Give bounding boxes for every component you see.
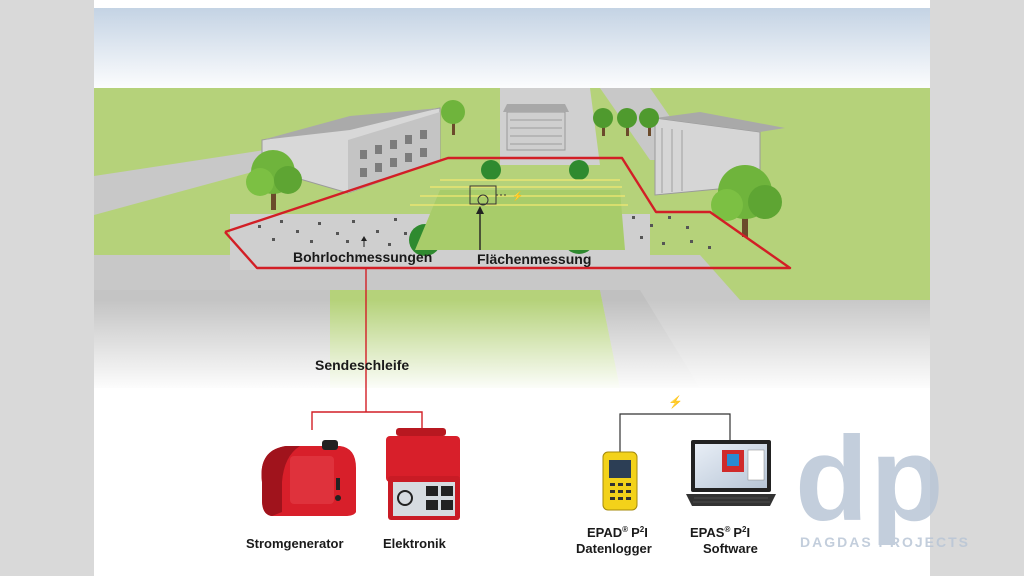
label-epas: EPAS®P2I [690,525,750,540]
label-epad: EPAD®P2I [587,525,648,540]
garage-building [503,104,569,151]
foreground-fade [94,300,930,392]
label-bohrlochmessungen: Bohrlochmessungen [293,249,432,265]
epad-datalogger-device [602,451,638,511]
building-left [261,107,441,194]
data-link-line [619,413,731,452]
label-datenlogger: Datenlogger [576,541,652,556]
watermark-text: DAGDAS PROJECTS [800,534,970,550]
label-software: Software [703,541,758,556]
wireless-icon-field: ⚡ [512,190,523,202]
watermark-dp: dp [795,412,946,546]
generator-device [261,440,356,516]
label-stromgenerator: Stromgenerator [246,536,344,551]
label-flaechenmessung: Flächenmessung [477,251,591,267]
laptop-software [686,440,776,506]
electronics-case [386,428,460,520]
measurement-cart [469,185,506,206]
device-connection-line [311,411,423,430]
sky [94,8,930,93]
arrow-bohrloch [361,236,367,247]
wireless-icon-link: ⚡ [668,395,683,409]
transmitter-loop [224,156,792,270]
arrow-flaechen [476,206,484,250]
borehole-markers [258,216,711,249]
label-sendeschleife: Sendeschleife [315,357,409,373]
label-elektronik: Elektronik [383,536,447,551]
survey-lines [410,179,628,206]
watermark-logo: dp DAGDAS PROJECTS [795,412,970,550]
